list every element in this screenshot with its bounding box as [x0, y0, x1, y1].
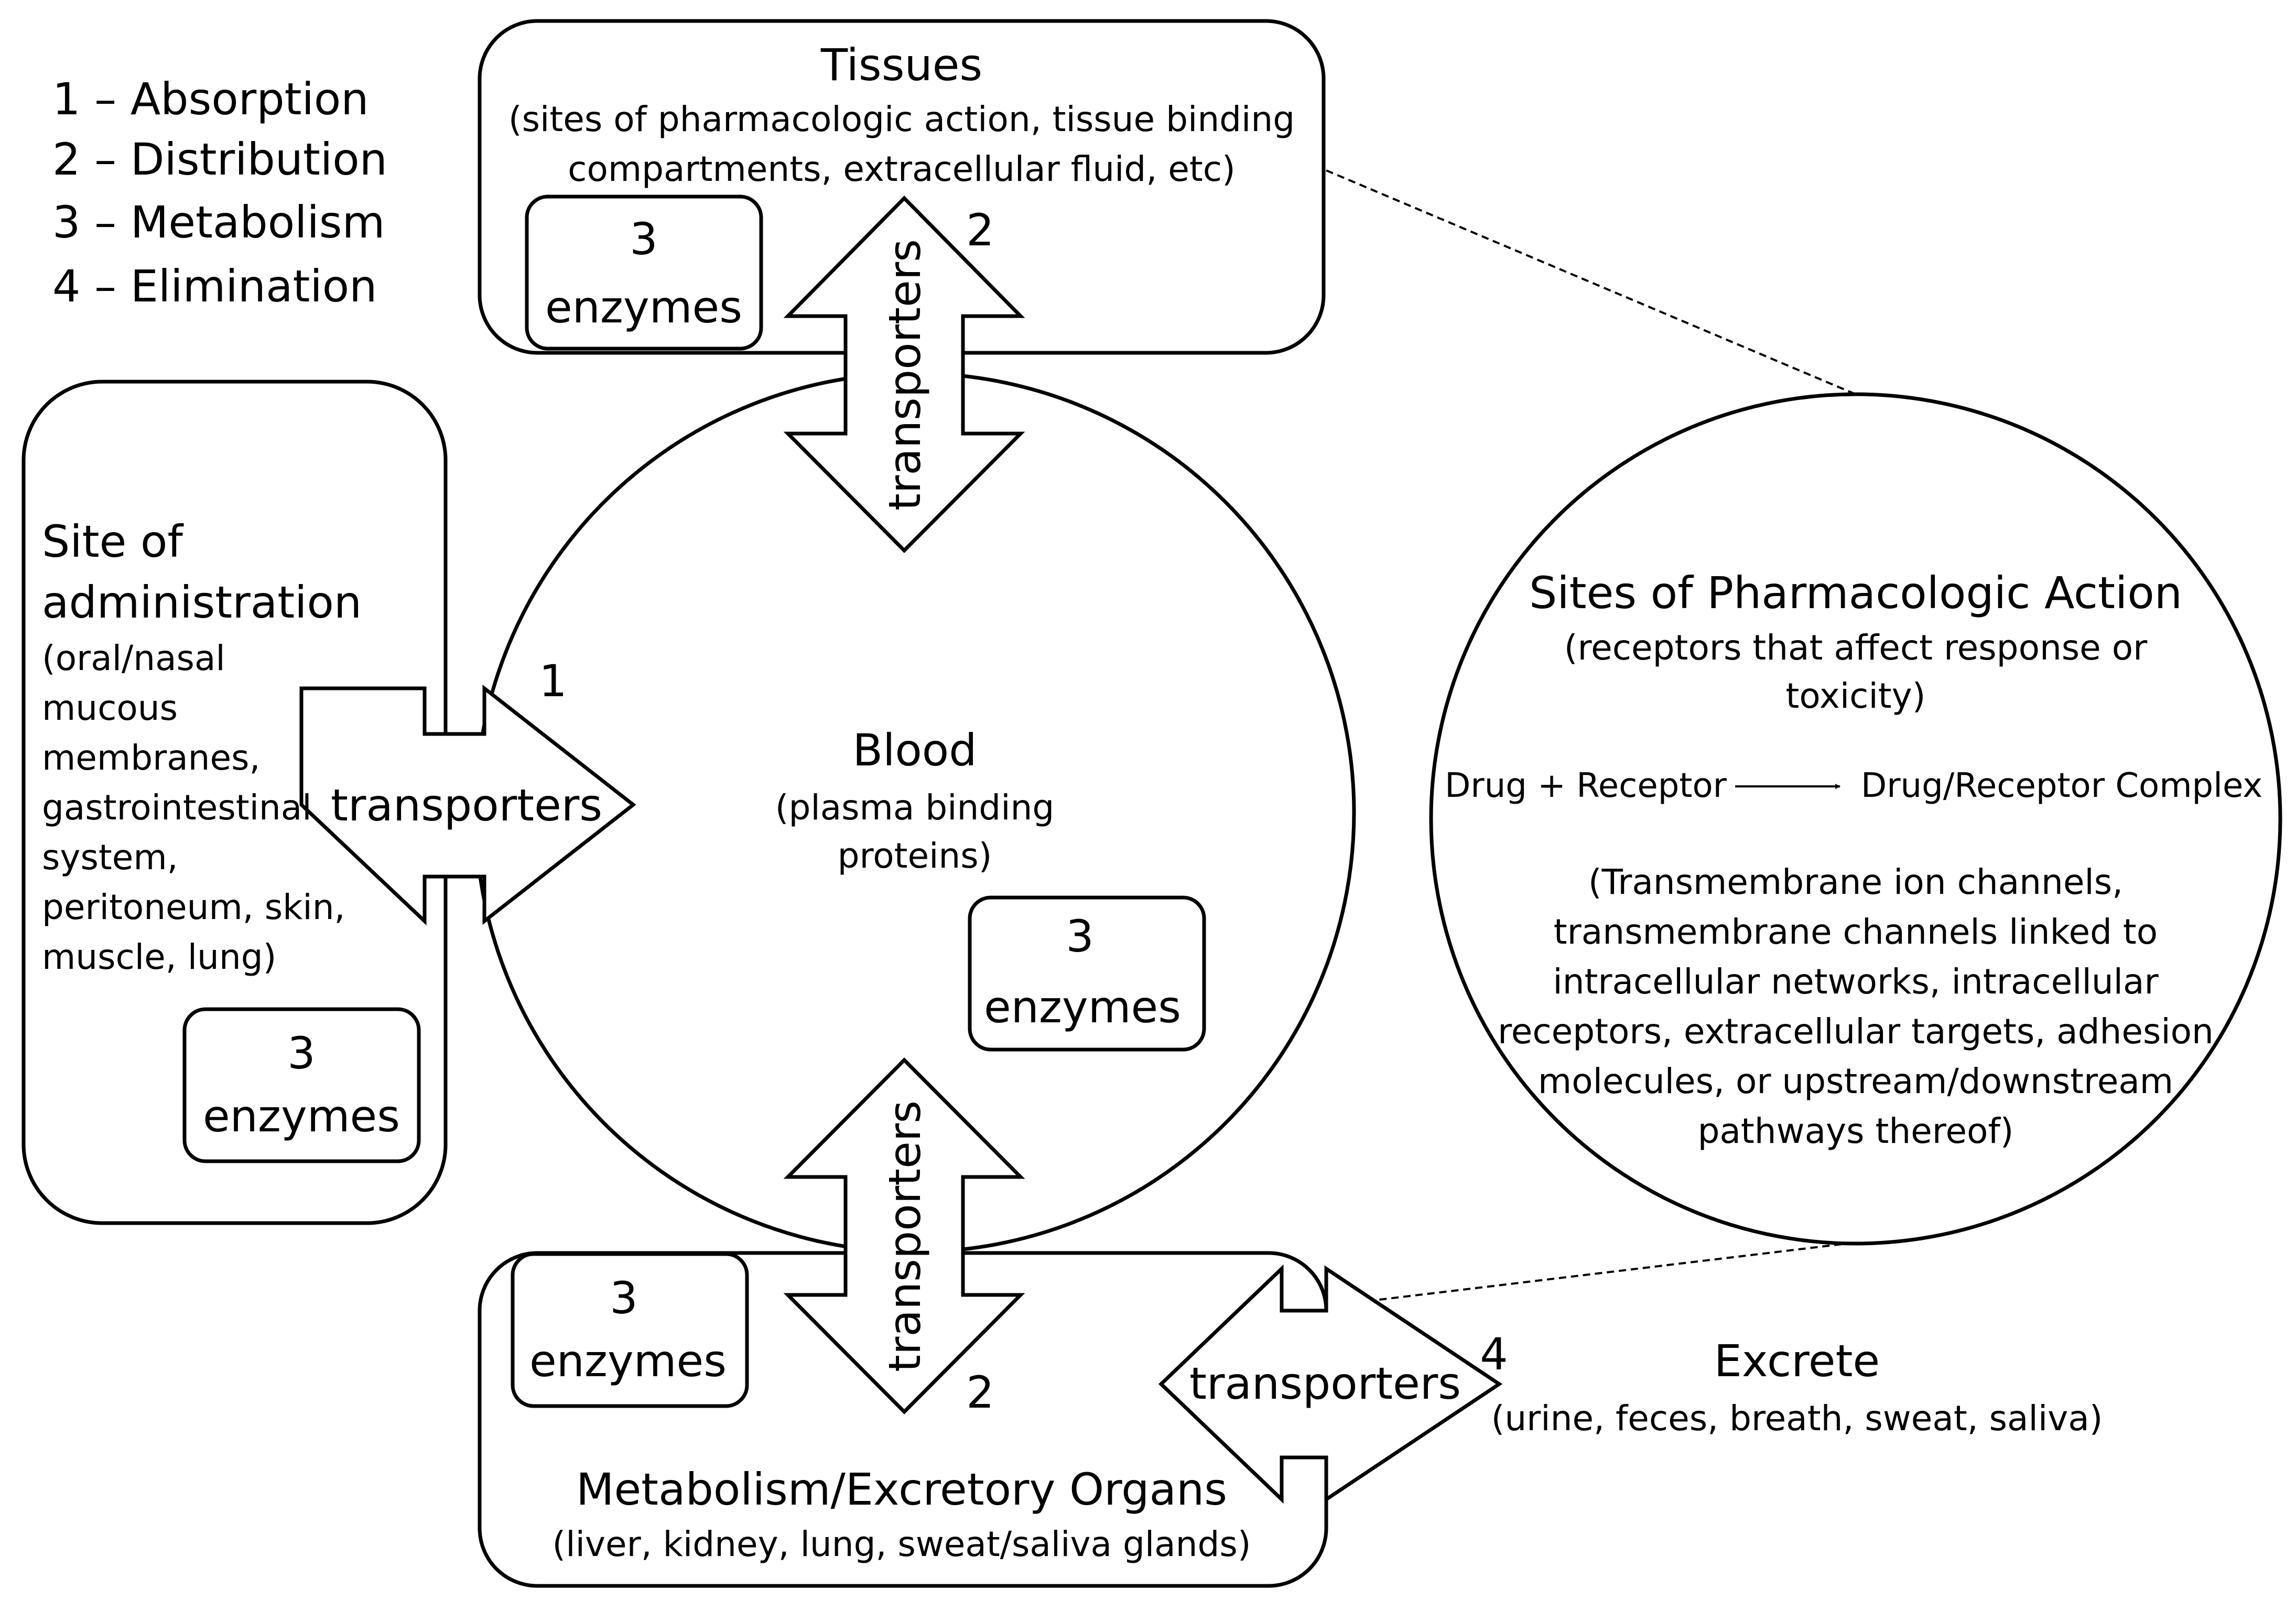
tissues-transporter-arrow [783, 196, 1025, 553]
blood-desc-line2: proteins) [838, 836, 992, 876]
absorption-step-number: 1 [539, 655, 567, 707]
site-desc-line: (oral/nasal [42, 638, 225, 678]
pharmacologic-title: Sites of Pharmacologic Action [1529, 567, 2182, 619]
organs-enzyme-label: enzymes [529, 1335, 727, 1387]
pharmacologic-detail-line: receptors, extracellular targets, adhesi… [1498, 1011, 2214, 1052]
tissues-enzyme-label: enzymes [545, 282, 742, 333]
zoom-line-bottom [1331, 1241, 1856, 1306]
site-desc-line: mucous [42, 688, 178, 728]
legend: 1 – Absorption 2 – Distribution 3 – Meta… [52, 73, 387, 312]
legend-metabolism: 3 – Metabolism [52, 197, 385, 248]
elimination-transporter-arrow [1158, 1264, 1503, 1504]
organs-desc: (liver, kidney, lung, sweat/saliva gland… [553, 1524, 1251, 1564]
excrete-desc: (urine, feces, breath, sweat, saliva) [1491, 1398, 2103, 1439]
organs-title: Metabolism/Excretory Organs [576, 1464, 1227, 1515]
elimination-transporter-label: transporters [1189, 1358, 1461, 1409]
legend-distribution: 2 – Distribution [52, 134, 387, 185]
reaction-left: Drug + Receptor [1445, 766, 1727, 805]
pharmacologic-detail-line: molecules, or upstream/downstream [1538, 1061, 2173, 1101]
site-title-line1: Site of [42, 516, 184, 567]
absorption-transporter-label: transporters [331, 780, 602, 831]
pharmacologic-desc-line2: toxicity) [1786, 676, 1926, 716]
zoom-line-top [1326, 169, 1856, 395]
pharmacologic-detail-line: intracellular networks, intracellular [1553, 961, 2159, 1002]
blood-title: Blood [852, 725, 977, 776]
organs-enzyme-number: 3 [610, 1272, 637, 1324]
tissues-desc-line2: compartments, extracellular fluid, etc) [568, 149, 1236, 189]
site-desc-line: gastrointestinal [42, 787, 312, 828]
excrete-title: Excrete [1714, 1335, 1880, 1387]
pharmacologic-detail-line: transmembrane channels linked to [1554, 912, 2158, 952]
blood-enzyme-label: enzymes [984, 981, 1181, 1033]
organs-step-number: 2 [966, 1367, 994, 1418]
site-desc-line: system, [42, 837, 178, 878]
pharmacologic-detail-line: pathways thereof) [1698, 1111, 2014, 1151]
tissues-desc-line1: (sites of pharmacologic action, tissue b… [508, 99, 1295, 139]
pharmacologic-desc-line1: (receptors that affect response or [1564, 628, 2148, 668]
legend-absorption: 1 – Absorption [52, 73, 369, 125]
pharmacologic-site-circle [1429, 392, 2282, 1246]
pharmacologic-detail-line: (Transmembrane ion channels, [1588, 862, 2123, 902]
organs-enzyme-box [511, 1252, 749, 1408]
organs-transporter-arrow [783, 1057, 1025, 1414]
absorption-transporter-arrow [299, 684, 636, 926]
tissues-step-number: 2 [966, 204, 994, 256]
site-enzyme-box [182, 1007, 421, 1163]
reaction-right: Drug/Receptor Complex [1861, 766, 2262, 805]
site-enzyme-number: 3 [287, 1028, 315, 1079]
site-desc-line: membranes, [42, 738, 260, 778]
blood-enzyme-number: 3 [1066, 911, 1093, 962]
tissues-transporter-label: transporters [879, 239, 930, 511]
blood-desc-line1: (plasma binding [775, 787, 1055, 828]
tissues-enzyme-box [525, 195, 763, 351]
site-enzyme-label: enzymes [203, 1090, 400, 1142]
tissues-title: Tissues [820, 39, 982, 91]
legend-elimination: 4 – Elimination [52, 261, 377, 312]
tissues-enzyme-number: 3 [630, 213, 657, 265]
site-title-line2: administration [42, 577, 362, 628]
elimination-step-number: 4 [1480, 1328, 1508, 1380]
site-desc-line: muscle, lung) [42, 937, 276, 977]
site-desc-line: peritoneum, skin, [42, 887, 345, 927]
organs-transporter-label: transporters [879, 1100, 930, 1372]
blood-enzyme-box [968, 895, 1206, 1052]
